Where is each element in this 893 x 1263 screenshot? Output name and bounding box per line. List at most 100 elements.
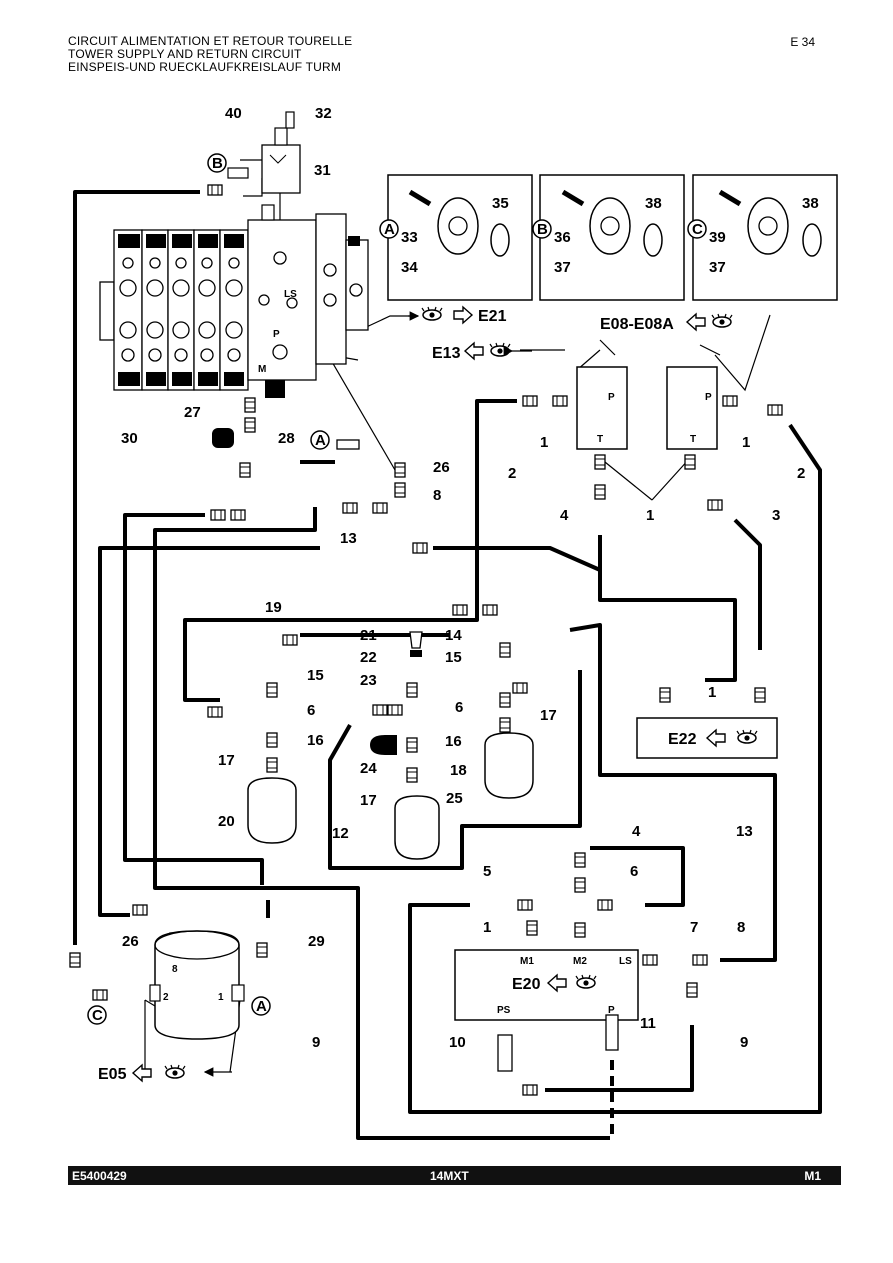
eye-icon (489, 342, 511, 357)
hose-2-left (183, 399, 517, 702)
callout-6-e20: 6 (630, 863, 638, 880)
callout-19: 19 (265, 599, 282, 616)
hose-12 (328, 670, 582, 870)
svg-text:1: 1 (218, 992, 224, 1003)
callout-22: 22 (360, 649, 377, 666)
callout-4: 4 (560, 507, 569, 524)
callout-6-mid: 6 (455, 699, 463, 716)
pt-block-left (576, 366, 628, 450)
pt-block-right (666, 366, 718, 450)
eye-icon (164, 1064, 186, 1079)
svg-text:8: 8 (172, 964, 178, 975)
sheet-code: M1 (804, 1169, 821, 1183)
detail-box-a (387, 174, 533, 301)
callout-27: 27 (184, 404, 201, 421)
callout-b: B (212, 155, 223, 172)
callout-36: 36 (554, 229, 571, 246)
callout-9-left: 9 (312, 1034, 320, 1051)
pressure-switches (212, 428, 423, 755)
title-german: EINSPEIS-UND RUECKLAUFKREISLAUF TURM (68, 60, 342, 74)
hose-return-1 (123, 513, 264, 885)
callout-c-box: C (692, 221, 703, 238)
port-p-label: P (273, 329, 280, 340)
svg-text:E21: E21 (478, 308, 507, 325)
callout-23: 23 (360, 672, 377, 689)
port-labels: P T P T M1 M2 LS PS P 8 2 1 (163, 392, 712, 1016)
svg-text:P: P (608, 1005, 615, 1016)
port-ls-label: LS (284, 289, 297, 300)
callout-1-pr: 1 (742, 434, 750, 451)
callout-29: 29 (308, 933, 325, 950)
callout-38-b: 38 (645, 195, 662, 212)
callout-39: 39 (709, 229, 726, 246)
reference-e08: E08-E08A (600, 313, 733, 333)
svg-text:2: 2 (163, 992, 169, 1003)
reference-e22: E22 (668, 729, 758, 748)
reference-e21: E21 (408, 306, 507, 325)
svg-text:P: P (705, 392, 712, 403)
callout-c: C (92, 1007, 103, 1024)
hose-4-right (598, 535, 737, 682)
hose-2-right (408, 423, 822, 1114)
valve-10 (497, 1034, 513, 1072)
callout-14: 14 (445, 627, 462, 644)
hose-4-left (590, 846, 685, 907)
eye-icon (421, 306, 443, 321)
arrow-right-icon (453, 306, 473, 324)
doc-code: E5400429 (72, 1169, 127, 1183)
callout-16-right: 16 (445, 733, 462, 750)
svg-text:PS: PS (497, 1005, 511, 1016)
callout-34: 34 (401, 259, 418, 276)
callout-labels: 40 32 31 B A 33 34 35 B 36 37 38 C 39 37… (92, 105, 819, 1051)
callout-40: 40 (225, 105, 242, 122)
callout-26: 26 (433, 459, 450, 476)
title-english: TOWER SUPPLY AND RETURN CIRCUIT (68, 47, 302, 61)
hose-13-right (569, 623, 777, 962)
callout-6-left: 6 (307, 702, 315, 719)
svg-text:E08-E08A: E08-E08A (600, 316, 674, 333)
hose-13 (98, 546, 320, 917)
arrow-left-icon (132, 1064, 152, 1082)
hose-30 (73, 190, 200, 945)
callout-32: 32 (315, 105, 332, 122)
svg-text:E13: E13 (432, 345, 461, 362)
callout-18: 18 (450, 762, 467, 779)
callout-15-right: 15 (445, 649, 462, 666)
page-number: E 34 (790, 35, 815, 49)
callout-38-c: 38 (802, 195, 819, 212)
callout-a-tank: A (256, 998, 267, 1015)
hydraulic-tank (149, 930, 245, 1040)
footer-bar: E5400429 14MXT M1 (68, 1166, 841, 1185)
hose-return-2 (153, 507, 610, 1140)
model-name: 14MXT (430, 1169, 469, 1183)
hose-3 (733, 518, 762, 650)
eye-icon (711, 313, 733, 328)
callout-17-mid: 17 (360, 792, 377, 809)
svg-text:E20: E20 (512, 976, 541, 993)
fitting-11 (605, 1014, 619, 1051)
callout-12: 12 (332, 825, 349, 842)
callout-3: 3 (772, 507, 780, 524)
detail-box-c (692, 174, 838, 301)
callout-1-t: 1 (646, 507, 654, 524)
svg-text:M1: M1 (520, 956, 534, 967)
callout-31: 31 (314, 162, 331, 179)
callout-37-c: 37 (709, 259, 726, 276)
callout-33: 33 (401, 229, 418, 246)
reference-e20: E20 (512, 974, 597, 993)
callout-a-box: A (384, 221, 395, 238)
arrow-left-icon (686, 313, 706, 331)
e20-box (454, 949, 639, 1021)
circled-letters (87, 153, 707, 1025)
callout-2-right: 2 (797, 465, 805, 482)
relief-valve-31 (207, 111, 301, 196)
callout-24: 24 (360, 760, 377, 777)
callout-10: 10 (449, 1034, 466, 1051)
callout-8: 8 (433, 487, 441, 504)
svg-text:LS: LS (619, 956, 632, 967)
svg-text:E05: E05 (98, 1066, 127, 1083)
svg-text:T: T (597, 434, 603, 445)
callout-4-lower: 4 (632, 823, 641, 840)
callout-b-box: B (537, 221, 548, 238)
callout-25: 25 (446, 790, 463, 807)
